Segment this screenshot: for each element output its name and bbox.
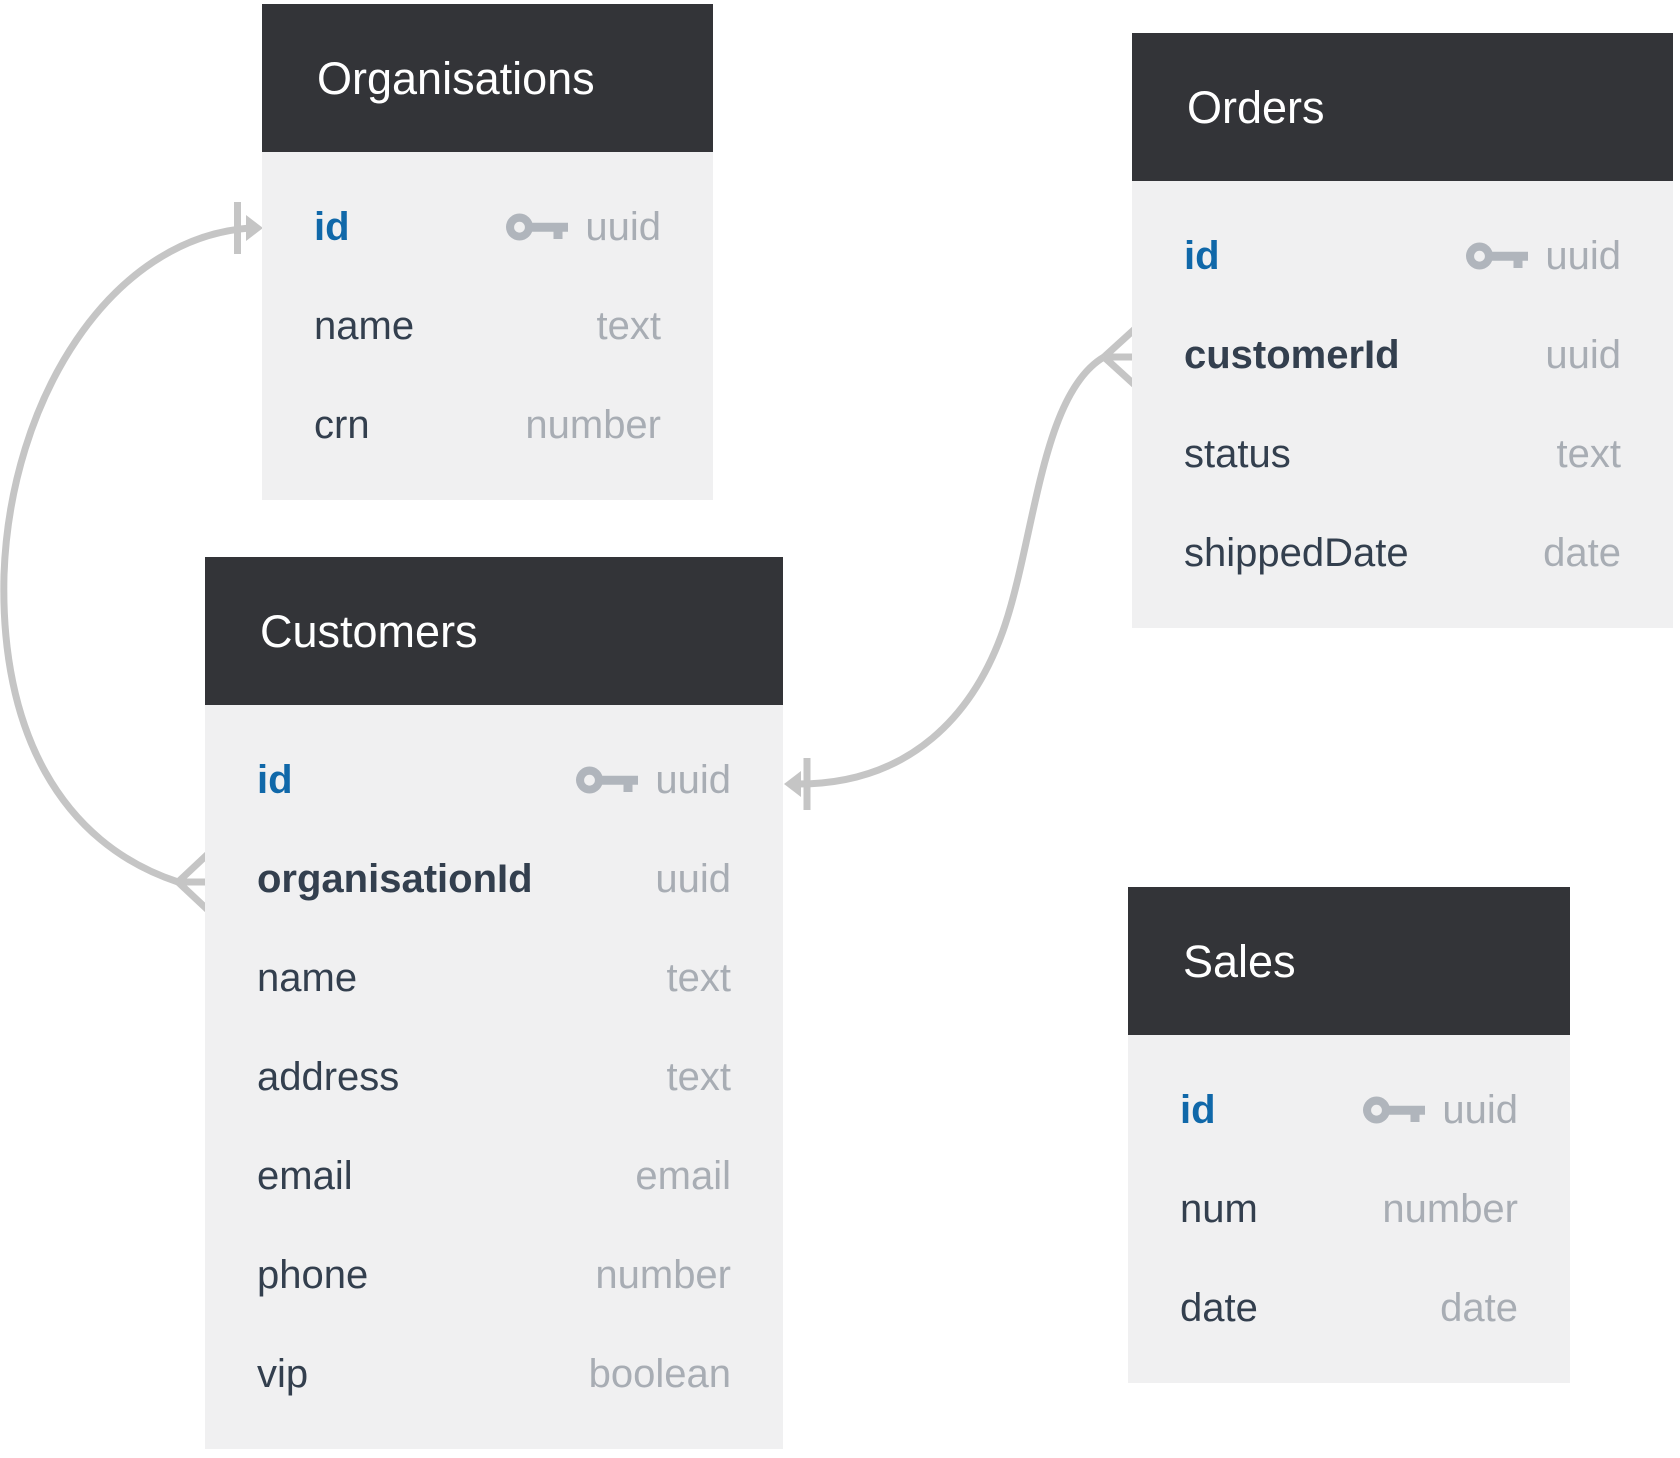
field-type-group: uuid xyxy=(1362,1088,1518,1133)
field-name: status xyxy=(1184,432,1291,476)
field-type-group: uuid xyxy=(505,205,661,250)
field-name: name xyxy=(314,304,415,348)
field-type: uuid xyxy=(1442,1088,1518,1132)
field-type-group: uuid xyxy=(655,857,731,902)
table-header[interactable]: Customers xyxy=(205,557,783,705)
table-body: id uuid customerId uu xyxy=(1132,181,1673,628)
field-type-group: date xyxy=(1543,531,1621,576)
field-type: uuid xyxy=(585,205,661,249)
field-name: name xyxy=(257,956,358,1000)
table-title: Orders xyxy=(1187,81,1325,133)
many-crowfoot-icon xyxy=(1101,324,1140,390)
field-type: uuid xyxy=(655,857,731,901)
field-row-vip[interactable]: vip boolean xyxy=(205,1325,783,1424)
field-type-group: uuid xyxy=(575,758,731,803)
field-type-group: boolean xyxy=(589,1352,731,1397)
table-header[interactable]: Sales xyxy=(1128,887,1570,1035)
field-name: id xyxy=(257,758,293,802)
field-type: text xyxy=(666,956,731,1000)
field-row-phone[interactable]: phone number xyxy=(205,1226,783,1325)
field-row-customerId[interactable]: customerId uuid xyxy=(1132,306,1673,405)
field-row-id[interactable]: id uuid xyxy=(1132,207,1673,306)
field-name: id xyxy=(314,205,350,249)
field-type: date xyxy=(1543,531,1621,575)
table-title: Sales xyxy=(1183,935,1296,987)
field-row-id[interactable]: id uuid xyxy=(205,731,783,830)
table-orders[interactable]: Orders id uuid cu xyxy=(1132,33,1673,628)
field-type: text xyxy=(666,1055,731,1099)
field-row-date[interactable]: date date xyxy=(1128,1259,1570,1358)
field-type: boolean xyxy=(588,1352,731,1396)
field-row-name[interactable]: name text xyxy=(205,929,783,1028)
field-row-shippedDate[interactable]: shippedDate date xyxy=(1132,504,1673,603)
field-type-group: date xyxy=(1440,1286,1518,1331)
field-type-group: uuid xyxy=(1465,234,1621,279)
table-title: Customers xyxy=(260,605,478,657)
many-crowfoot-icon xyxy=(175,849,213,915)
field-name: id xyxy=(1180,1088,1216,1132)
field-row-address[interactable]: address text xyxy=(205,1028,783,1127)
table-title: Organisations xyxy=(317,52,595,104)
field-name: num xyxy=(1180,1187,1258,1231)
field-type-group: text xyxy=(667,1055,731,1100)
field-type-group: text xyxy=(597,304,661,349)
field-type-group: email xyxy=(635,1154,731,1199)
field-name: vip xyxy=(257,1352,309,1396)
relationship-customers-orders[interactable] xyxy=(784,324,1140,810)
field-row-id[interactable]: id uuid xyxy=(1128,1061,1570,1160)
one-arrowhead-icon xyxy=(246,215,263,241)
field-row-id[interactable]: id uuid xyxy=(262,178,713,277)
field-name: email xyxy=(257,1154,353,1198)
field-name: date xyxy=(1180,1286,1258,1330)
field-row-status[interactable]: status text xyxy=(1132,405,1673,504)
field-name: organisationId xyxy=(257,857,533,901)
table-header[interactable]: Orders xyxy=(1132,33,1673,181)
field-type: uuid xyxy=(655,758,731,802)
table-sales[interactable]: Sales id uuid num xyxy=(1128,887,1570,1383)
field-type: number xyxy=(595,1253,731,1297)
table-body: id uuid name text xyxy=(262,152,713,500)
field-type-group: number xyxy=(1382,1187,1518,1232)
field-type: uuid xyxy=(1545,333,1621,377)
field-type-group: number xyxy=(595,1253,731,1298)
table-body: id uuid organisationId xyxy=(205,705,783,1449)
relationship-organisations-customers[interactable] xyxy=(0,202,263,915)
field-name: address xyxy=(257,1055,400,1099)
field-row-organisationId[interactable]: organisationId uuid xyxy=(205,830,783,929)
field-type: number xyxy=(1382,1187,1518,1231)
field-name: id xyxy=(1184,234,1220,278)
field-type-group: text xyxy=(667,956,731,1001)
table-body: id uuid num number xyxy=(1128,1035,1570,1383)
field-type: text xyxy=(596,304,661,348)
field-type: date xyxy=(1440,1286,1518,1330)
key-icon xyxy=(1465,241,1529,272)
field-row-email[interactable]: email email xyxy=(205,1127,783,1226)
key-icon xyxy=(505,212,569,243)
field-type-group: uuid xyxy=(1545,333,1621,378)
relationship-curve[interactable] xyxy=(797,353,1106,788)
field-name: customerId xyxy=(1184,333,1400,377)
field-type: text xyxy=(1556,432,1621,476)
field-name: phone xyxy=(257,1253,369,1297)
key-icon xyxy=(1362,1095,1426,1126)
field-type-group: number xyxy=(525,403,661,448)
field-row-crn[interactable]: crn number xyxy=(262,376,713,475)
field-name: shippedDate xyxy=(1184,531,1409,575)
field-type-group: text xyxy=(1557,432,1621,477)
field-name: crn xyxy=(314,403,370,447)
field-type: uuid xyxy=(1545,234,1621,278)
table-header[interactable]: Organisations xyxy=(262,4,713,152)
table-organisations[interactable]: Organisations id uuid xyxy=(262,4,713,500)
table-customers[interactable]: Customers id uuid xyxy=(205,557,783,1449)
field-type: email xyxy=(635,1154,731,1198)
field-row-name[interactable]: name text xyxy=(262,277,713,376)
field-row-num[interactable]: num number xyxy=(1128,1160,1570,1259)
key-icon xyxy=(575,765,639,796)
one-arrowhead-icon xyxy=(784,771,801,797)
field-type: number xyxy=(525,403,661,447)
relationship-curve[interactable] xyxy=(0,224,251,886)
